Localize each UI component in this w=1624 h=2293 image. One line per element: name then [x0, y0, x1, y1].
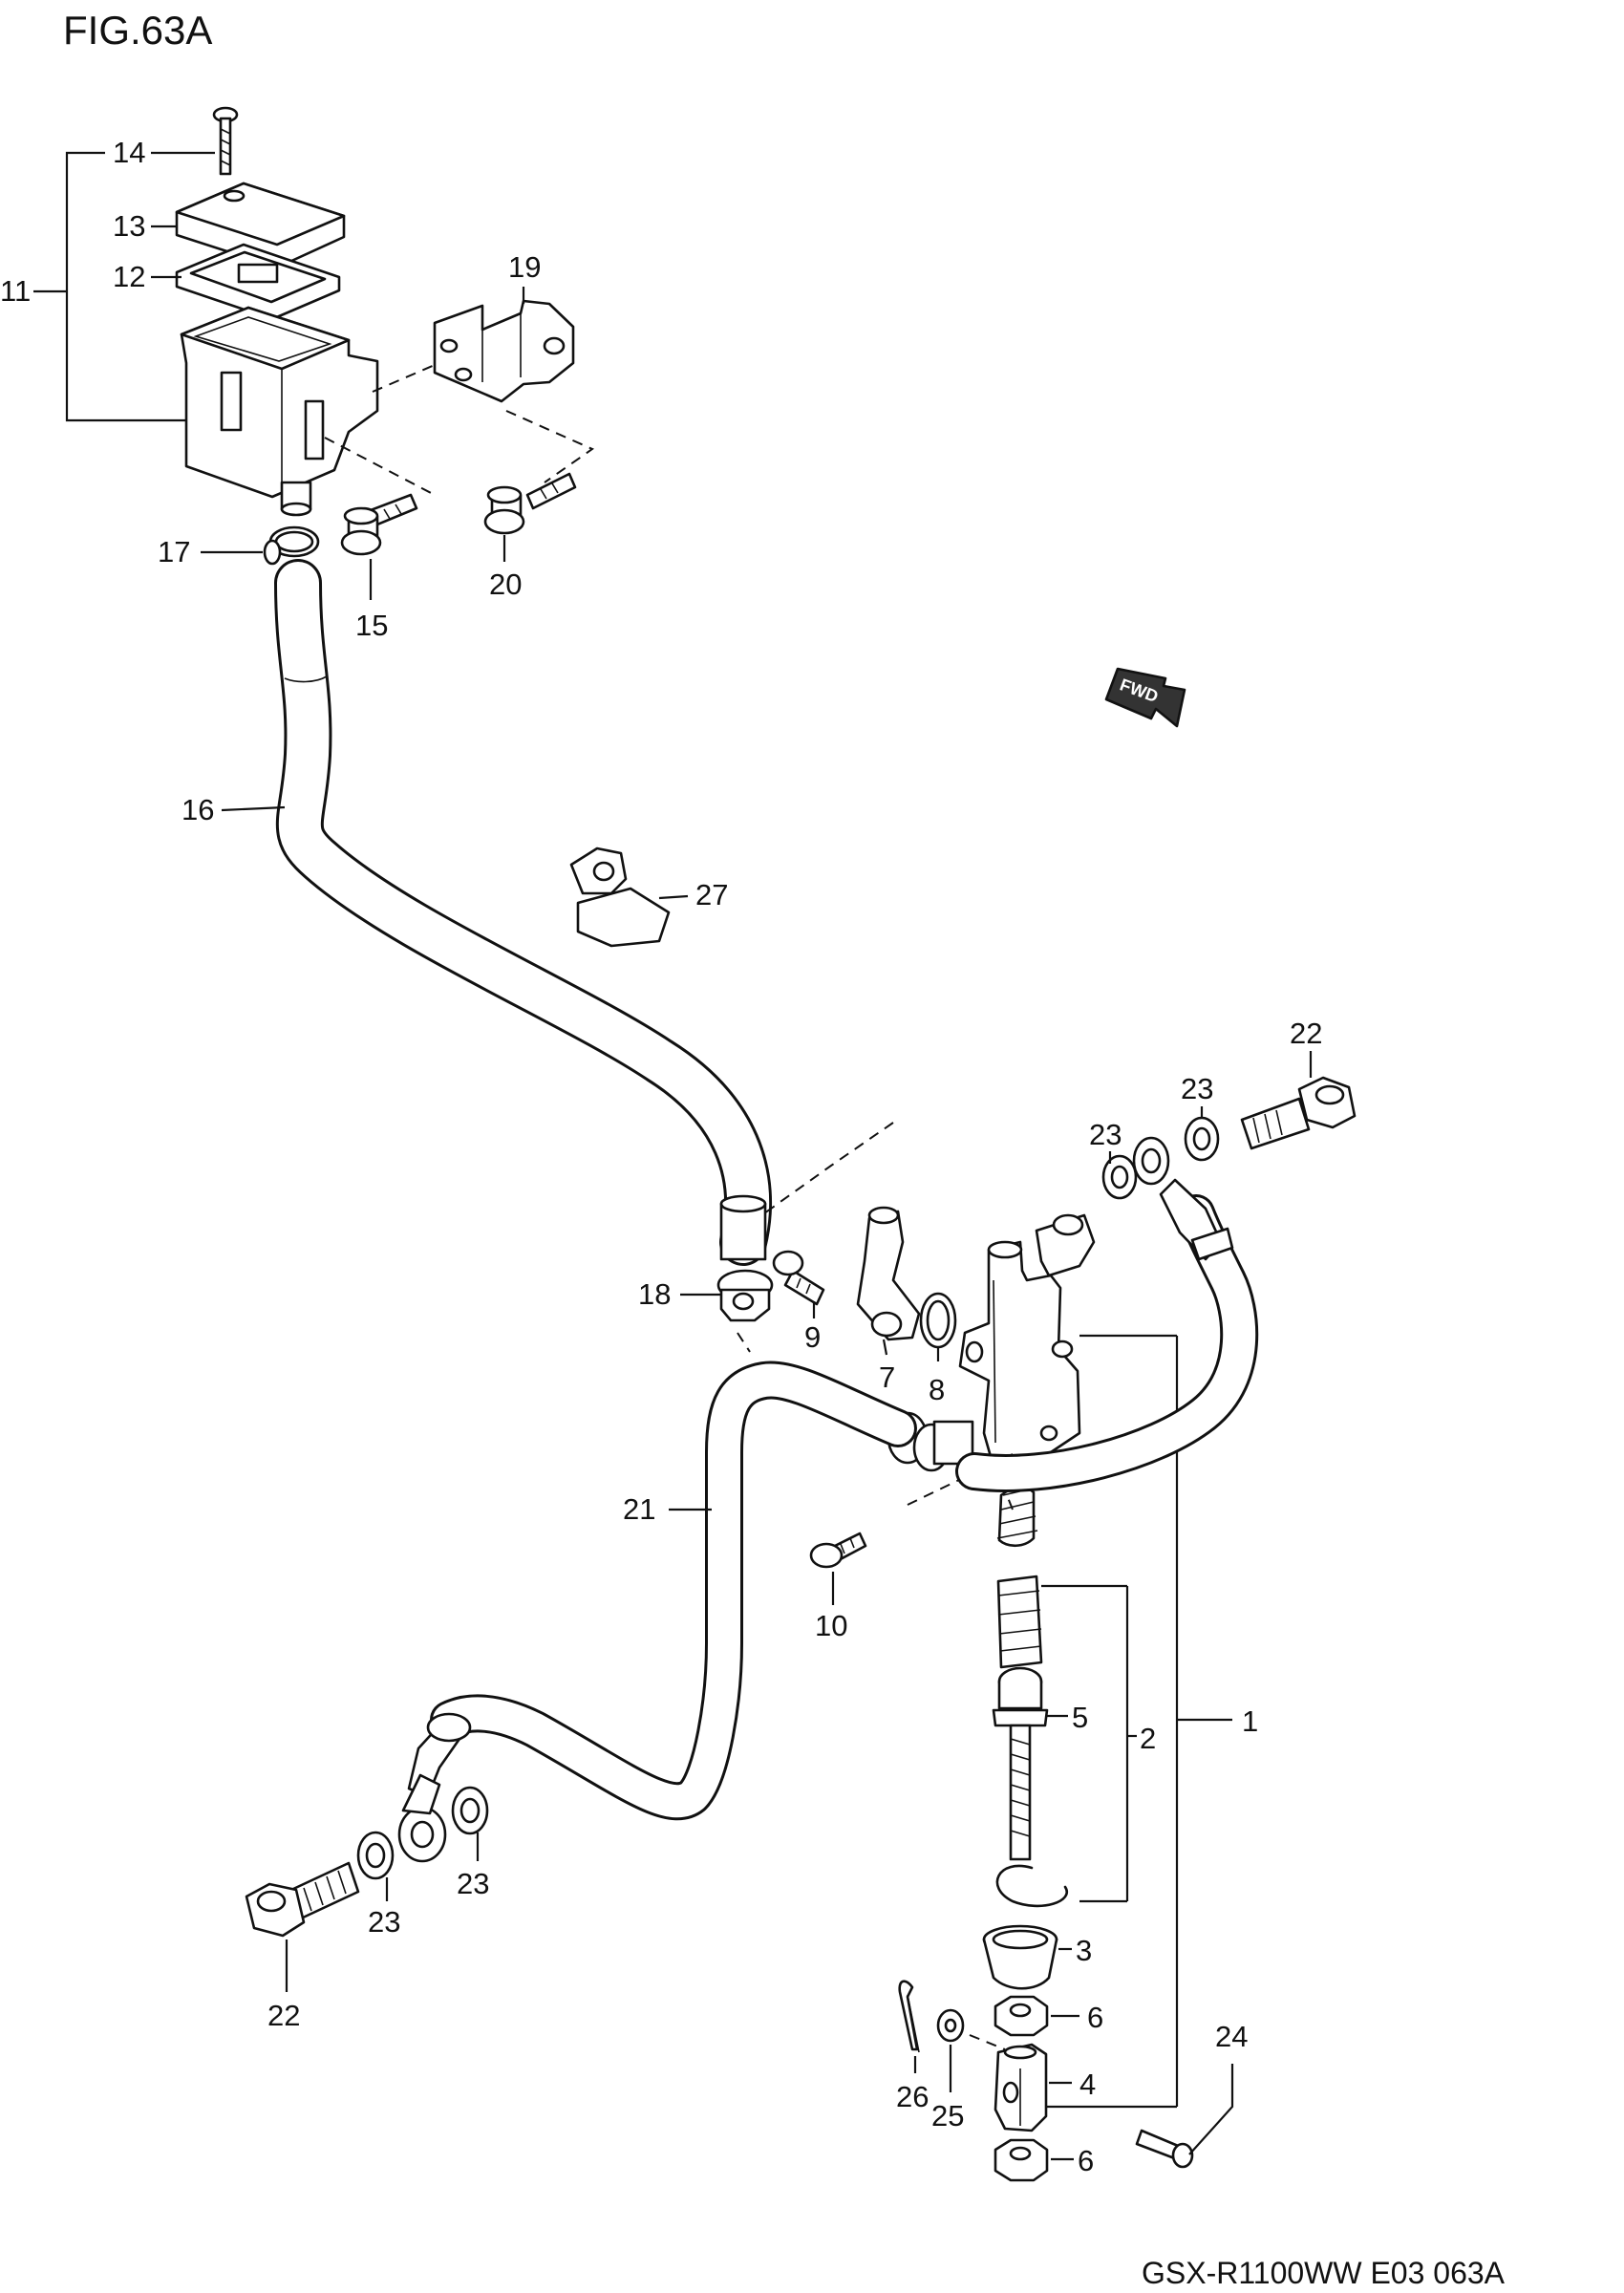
- bolt-9: [772, 1250, 825, 1306]
- washer-25: [936, 2008, 965, 2043]
- part-label-17: 17: [158, 535, 190, 568]
- part-label-9: 9: [804, 1320, 821, 1354]
- union-joint-7: [856, 1206, 921, 1341]
- banjo-bolt-22-upper: [1240, 1076, 1357, 1150]
- dust-boot-3: [982, 1924, 1058, 1990]
- part-label-23-upper-right: 23: [1181, 1072, 1213, 1105]
- part-label-16: 16: [182, 793, 214, 826]
- drawing-code: GSX-R1100WW E03 063A: [1142, 2256, 1506, 2290]
- part-label-20: 20: [489, 568, 522, 601]
- washer-23-lower-right: [451, 1786, 489, 1835]
- part-label-15: 15: [355, 609, 388, 642]
- piston-assembly: [996, 1575, 1043, 1669]
- circlip: [995, 1864, 1068, 1908]
- bolt-20: [483, 472, 577, 535]
- part-label-6-upper: 6: [1087, 2001, 1103, 2034]
- brake-hose-21: [430, 1361, 917, 1821]
- part-label-11: 11: [0, 274, 31, 308]
- dash-bracket-bolt: [505, 410, 595, 483]
- reservoir-bracket-19: [433, 299, 575, 403]
- banjo-fitting-upper: [1132, 1136, 1234, 1261]
- dash-washer: [969, 2034, 1006, 2050]
- reservoir-tank: [180, 306, 379, 517]
- part-label-1: 1: [1242, 1704, 1258, 1738]
- part-label-12: 12: [113, 260, 145, 293]
- part-label-6-lower: 6: [1078, 2144, 1094, 2177]
- leader-24: [1188, 2064, 1234, 2155]
- part-label-26: 26: [896, 2080, 929, 2113]
- part-label-2: 2: [1140, 1722, 1156, 1755]
- washer-23-upper-right: [1184, 1116, 1220, 1162]
- banjo-bolt-22-lower: [245, 1861, 360, 1938]
- part-label-27: 27: [695, 878, 728, 911]
- banjo-fitting-lower: [397, 1712, 472, 1863]
- dash-hose-joint: [737, 1122, 894, 1353]
- part-label-13: 13: [113, 209, 145, 243]
- spring: [996, 1486, 1038, 1548]
- part-label-25: 25: [931, 2099, 964, 2132]
- part-label-23-lower-right: 23: [457, 1867, 489, 1900]
- washer-23-upper-left: [1101, 1154, 1138, 1200]
- part-label-23-upper-left: 23: [1089, 1118, 1122, 1151]
- o-ring-8: [919, 1292, 957, 1349]
- part-label-3: 3: [1076, 1934, 1092, 1967]
- clevis-4: [994, 2043, 1048, 2132]
- bolt-15: [340, 493, 418, 556]
- leader-16: [221, 805, 286, 812]
- washer-23-lower-left: [356, 1831, 395, 1880]
- part-label-10: 10: [815, 1609, 847, 1642]
- figure-title: FIG.63A: [63, 8, 212, 53]
- part-label-8: 8: [929, 1373, 945, 1406]
- dash-reservoir-bracket: [372, 364, 436, 393]
- master-cylinder-body: [958, 1213, 1096, 1462]
- dash-reservoir-bolt: [324, 437, 436, 496]
- diaphragm-plate-12: [175, 243, 341, 321]
- hose-clamp-18: [716, 1269, 774, 1322]
- fwd-arrow-icon: FWD: [1104, 667, 1186, 728]
- part-label-21: 21: [623, 1492, 655, 1526]
- nut-6-upper: [994, 1995, 1049, 2037]
- bolt-10: [809, 1532, 867, 1569]
- part-label-23-lower-left: 23: [368, 1905, 400, 1939]
- part-label-22-upper: 22: [1290, 1017, 1322, 1050]
- leader-7: [882, 1339, 888, 1356]
- part-label-19: 19: [508, 250, 541, 284]
- cotter-pin-26: [898, 1980, 920, 2053]
- reservoir-hose-16: [274, 559, 773, 1266]
- screw-14: [212, 106, 239, 176]
- hose-clip-27: [569, 846, 671, 948]
- part-label-22-lower: 22: [267, 1999, 300, 2032]
- leader-27: [658, 894, 689, 900]
- hose-clamp-17: [263, 525, 320, 566]
- part-label-14: 14: [113, 136, 145, 169]
- clevis-pin-24: [1135, 2129, 1194, 2169]
- nut-6-lower: [994, 2138, 1049, 2182]
- part-label-4: 4: [1079, 2068, 1096, 2101]
- reservoir-cap-13: [175, 182, 346, 269]
- part-label-18: 18: [638, 1277, 671, 1311]
- push-rod-5: [992, 1666, 1049, 1861]
- part-label-5: 5: [1072, 1701, 1088, 1734]
- bracket-11: [65, 151, 191, 422]
- brake-hose-return: [955, 1194, 1259, 1492]
- part-label-7: 7: [879, 1361, 895, 1394]
- part-label-24: 24: [1215, 2020, 1248, 2053]
